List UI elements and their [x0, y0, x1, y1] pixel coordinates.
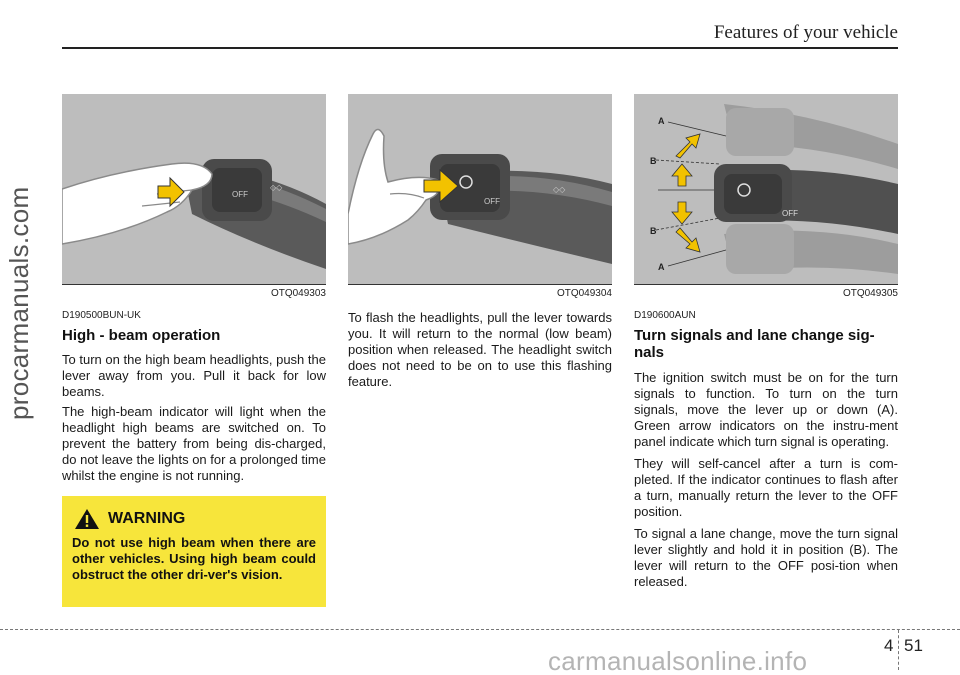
figure-turn-signals: OFF A B B A [634, 94, 898, 284]
column-high-beam: OFF ◇◇ OTQ049303 D190500BUN-UK High - be… [62, 94, 326, 484]
flash-illustration: OFF ◇◇ [348, 94, 612, 284]
warning-box: WARNING Do not use high beam when there … [62, 496, 326, 607]
figure-label-a: A [658, 116, 665, 126]
header-rule [62, 47, 898, 49]
paragraph: To flash the headlights, pull the lever … [348, 310, 612, 389]
bottom-watermark: carmanualsonline.info [548, 646, 808, 675]
section-ref-code: D190600AUN [634, 310, 696, 321]
paragraph: The ignition switch must be on for the t… [634, 369, 898, 449]
paragraph: To turn on the high beam headlights, pus… [62, 352, 326, 400]
figure-high-beam: OFF ◇◇ [62, 94, 326, 284]
paragraph: The high-beam indicator will light when … [62, 404, 326, 484]
warning-triangle-icon [75, 509, 99, 529]
paragraph: To signal a lane change, move the turn s… [634, 525, 898, 589]
figure-label-b: B [650, 226, 657, 236]
section-ref-code: D190500BUN-UK [62, 310, 141, 321]
figure-code: OTQ049303 [62, 284, 326, 302]
paragraph: They will self-cancel after a turn is co… [634, 455, 898, 519]
running-header-title: Features of your vehicle [713, 22, 898, 43]
warning-text: Do not use high beam when there are othe… [72, 535, 316, 582]
side-watermark: procarmanuals.com [4, 186, 34, 420]
figure-flash: OFF ◇◇ [348, 94, 612, 284]
section-heading: High - beam operation [62, 327, 221, 344]
svg-text:◇◇: ◇◇ [553, 185, 566, 194]
figure-code: OTQ049304 [348, 284, 612, 302]
column-turn-signals: OFF A B B A OTQ049305 D190600AUN Turn si… [634, 94, 898, 590]
svg-text:OFF: OFF [484, 197, 500, 206]
page-number-separator [898, 630, 899, 670]
svg-text:OFF: OFF [782, 209, 798, 218]
footer-rule [0, 629, 960, 630]
svg-text:OFF: OFF [232, 190, 248, 199]
warning-title: WARNING [108, 510, 186, 527]
page-number: 51 [904, 636, 923, 655]
figure-label-a: A [658, 262, 665, 272]
svg-text:◇◇: ◇◇ [270, 183, 283, 192]
figure-code: OTQ049305 [634, 284, 898, 302]
column-flash: OFF ◇◇ OTQ049304 To flash the headlights… [348, 94, 612, 390]
turn-signal-illustration: OFF A B B A [634, 94, 898, 284]
section-heading: Turn signals and lane change sig-nals [634, 327, 875, 362]
high-beam-illustration: OFF ◇◇ [62, 94, 326, 284]
figure-label-b: B [650, 156, 657, 166]
chapter-number: 4 [884, 636, 894, 655]
